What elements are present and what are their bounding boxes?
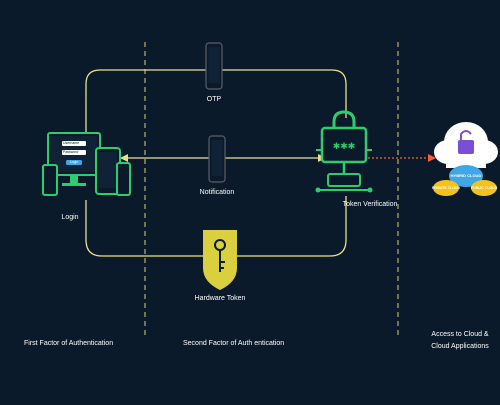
hardware-token-label: Hardware Token [194, 295, 246, 302]
token-verification-label: Token Verification [342, 201, 398, 208]
arrowhead-cloud [428, 154, 436, 162]
lock-server-icon: ✱✱✱ [315, 110, 373, 193]
otp-label: OTP [206, 96, 222, 103]
key-shield-icon [203, 230, 237, 290]
notification-phone-icon [208, 135, 226, 183]
hybrid-cloud-label: HYBRID CLOUD [450, 173, 482, 178]
notification-label: Notification [199, 189, 235, 196]
login-label: Login [61, 214, 79, 221]
login-button-text: Login [69, 160, 79, 164]
public-cloud-label: PUBLIC CLOUD [470, 186, 498, 190]
arrowhead-left [120, 154, 128, 162]
second-factor-caption: Second Factor of Auth entication [183, 340, 285, 347]
cloud-lock-icon [433, 122, 498, 196]
access-caption-line1: Access to Cloud & [431, 331, 489, 338]
password-field-text: Password [63, 150, 79, 154]
devices-login-icon [42, 132, 131, 196]
access-caption-line2: Cloud Applications [431, 343, 489, 350]
private-cloud-label: PRIVATE CLOUD [431, 186, 461, 190]
first-factor-caption: First Factor of Authentication [24, 340, 114, 347]
username-field-text: Username [63, 141, 80, 145]
svg-text:✱✱✱: ✱✱✱ [333, 141, 356, 151]
otp-phone-icon [205, 42, 223, 90]
